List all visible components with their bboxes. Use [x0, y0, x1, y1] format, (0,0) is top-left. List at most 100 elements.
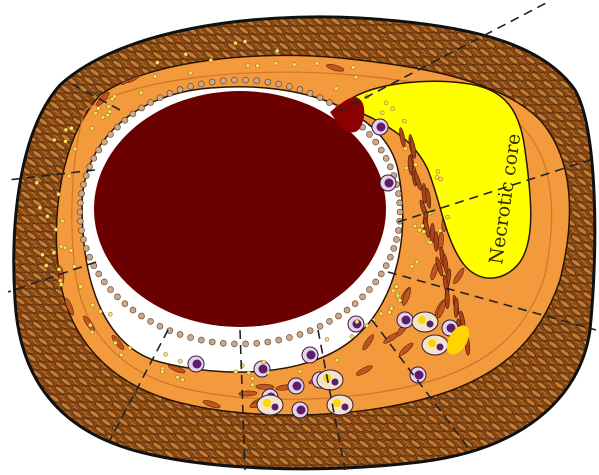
endothelial-cell — [366, 287, 372, 293]
lipid-dot — [355, 320, 359, 324]
lipid-dot — [413, 224, 417, 228]
lipid-dot — [45, 214, 49, 218]
endothelial-cell — [79, 191, 85, 197]
lipid-dot — [40, 253, 44, 257]
macrophage-nucleus — [307, 351, 316, 360]
endothelial-cell — [83, 245, 89, 251]
lipid-dot — [379, 312, 383, 316]
lipid-dot — [139, 91, 143, 95]
lipid-dot — [73, 147, 77, 151]
lipid-dot — [436, 170, 440, 174]
endothelial-cell — [307, 328, 313, 334]
lipid-dot — [418, 228, 422, 232]
endothelial-cell — [209, 79, 215, 85]
endothelial-cell — [80, 236, 86, 242]
endothelial-cell — [317, 323, 323, 329]
lipid-dot — [398, 299, 402, 303]
endothelial-cell — [108, 131, 114, 137]
lipid-dot — [57, 267, 61, 271]
endothelial-cell — [198, 81, 204, 87]
endothelial-cell — [77, 218, 83, 224]
lipid-dot — [209, 58, 213, 62]
endothelial-cell — [138, 105, 144, 111]
lipid-dot — [64, 128, 68, 132]
lipid-dot — [292, 63, 296, 67]
endothelial-cell — [243, 341, 249, 347]
foam-nucleus — [437, 344, 444, 351]
lipid-dot — [384, 101, 388, 105]
lipid-dot — [414, 163, 418, 167]
macrophage-nucleus — [297, 406, 306, 415]
endothelial-cell — [96, 147, 102, 153]
lipid-dot — [394, 284, 398, 288]
endothelial-cell — [80, 182, 86, 188]
lipid-dot — [52, 138, 56, 142]
lipid-dot — [107, 105, 111, 109]
endothelial-cell — [87, 254, 93, 260]
foam-nucleus — [342, 404, 349, 411]
lipid-dot — [94, 111, 98, 115]
lipid-dot — [243, 40, 247, 44]
lipid-dot — [153, 74, 157, 78]
endothelial-cell — [148, 100, 154, 106]
lipid-dot — [415, 260, 419, 264]
endothelial-cell — [360, 294, 366, 300]
lipid-dot — [325, 337, 329, 341]
endothelial-cell — [297, 331, 303, 337]
endothelial-cell — [383, 155, 389, 161]
endothelial-cell — [122, 117, 128, 123]
lipid-dot — [438, 229, 442, 233]
lipid-dot — [106, 113, 110, 117]
macrophage-nucleus — [259, 365, 268, 374]
endothelial-cell — [276, 81, 282, 87]
lipid-dot — [404, 166, 408, 170]
lipid-dot — [59, 282, 63, 286]
macrophage-nucleus — [377, 123, 386, 132]
foam-nucleus — [272, 404, 279, 411]
lipid-dot — [354, 75, 358, 79]
lipid-dot — [247, 371, 251, 375]
endothelial-cell — [77, 200, 83, 206]
lipid-dot — [234, 370, 238, 374]
endothelial-cell — [188, 83, 194, 89]
lipid-dot — [391, 289, 395, 293]
lipid-dot — [365, 324, 369, 328]
lipid-dot — [410, 264, 414, 268]
lipid-dot — [298, 369, 302, 373]
foam-lipid — [428, 339, 436, 347]
endothelial-cell — [114, 124, 120, 130]
endothelial-cell — [220, 78, 226, 84]
endothelial-cell — [395, 191, 401, 197]
lipid-dot — [58, 279, 62, 283]
endothelial-cell — [157, 323, 163, 329]
endothelial-cell — [209, 339, 215, 345]
endothelial-cell — [231, 77, 237, 83]
endothelial-cell — [87, 164, 93, 170]
endothelial-cell — [157, 95, 163, 101]
endothelial-cell — [383, 263, 389, 269]
lipid-dot — [155, 61, 159, 65]
lipid-dot — [176, 375, 180, 379]
lipid-dot — [189, 71, 193, 75]
endothelial-cell — [378, 271, 384, 277]
foam-nucleus — [332, 379, 339, 386]
lipid-dot — [44, 264, 48, 268]
cap-cell — [445, 289, 450, 309]
endothelial-cell — [243, 77, 249, 83]
lipid-dot — [90, 126, 94, 130]
endothelial-cell — [130, 111, 136, 117]
endothelial-cell — [83, 173, 89, 179]
endothelial-cell — [114, 294, 120, 300]
lipid-dot — [60, 219, 64, 223]
lipid-dot — [266, 371, 270, 375]
lipid-dot — [35, 181, 39, 185]
lipid-dot — [57, 192, 61, 196]
lipid-dot — [63, 246, 67, 250]
lipid-dot — [274, 61, 278, 65]
cap-cell — [454, 298, 459, 318]
lipid-dot — [96, 107, 100, 111]
lipid-dot — [38, 206, 42, 210]
lipid-dot — [256, 64, 260, 68]
endothelial-cell — [394, 236, 400, 242]
endothelial-cell — [297, 87, 303, 93]
